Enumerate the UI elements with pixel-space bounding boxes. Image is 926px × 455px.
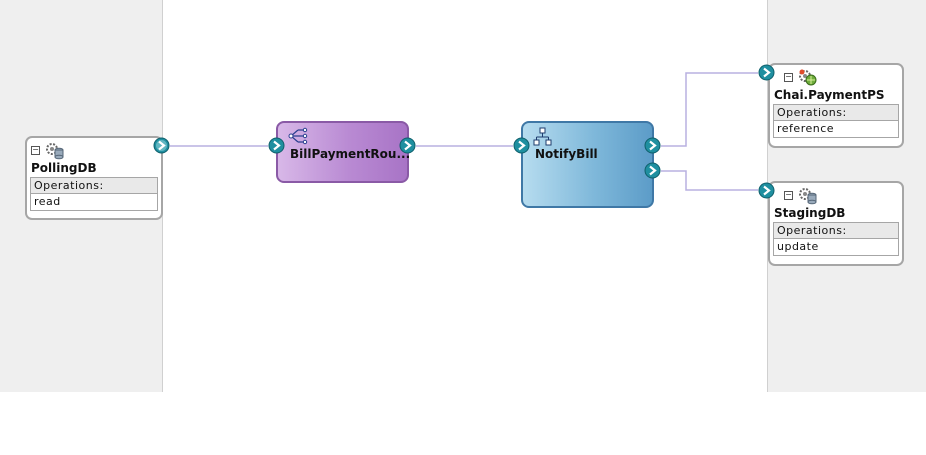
web-service-icon bbox=[799, 69, 817, 86]
operations-label: Operations: bbox=[774, 105, 898, 121]
component-notifybill[interactable]: NotifyBill bbox=[521, 121, 654, 208]
db-adapter-icon bbox=[799, 188, 817, 205]
service-port-pollingdb[interactable] bbox=[153, 137, 170, 154]
service-pollingdb[interactable]: − PollingDB Operations: read bbox=[25, 136, 163, 220]
operations-table: Operations: reference bbox=[773, 104, 899, 138]
component-name: NotifyBill bbox=[535, 147, 598, 161]
operations-label: Operations: bbox=[774, 223, 898, 239]
reference-port-chai-paymentps[interactable] bbox=[758, 64, 775, 81]
db-adapter-icon bbox=[46, 143, 64, 160]
reference-stagingdb[interactable]: − StagingDB Operations: update bbox=[768, 181, 904, 266]
collapse-icon[interactable]: − bbox=[784, 189, 793, 200]
reference-name: Chai.PaymentPS bbox=[774, 88, 885, 102]
notifybill-outbound-port-2[interactable] bbox=[644, 162, 661, 179]
operations-label: Operations: bbox=[31, 178, 157, 194]
collapse-icon[interactable]: − bbox=[784, 71, 793, 82]
billpayment-outbound-port[interactable] bbox=[399, 137, 416, 154]
operations-table: Operations: read bbox=[30, 177, 158, 211]
mediator-icon bbox=[288, 127, 308, 145]
collapse-icon[interactable]: − bbox=[31, 144, 40, 155]
service-name: PollingDB bbox=[31, 161, 97, 175]
billpayment-inbound-port[interactable] bbox=[268, 137, 285, 154]
reference-port-stagingdb[interactable] bbox=[758, 182, 775, 199]
component-billpaymentrouter[interactable]: BillPaymentRou... bbox=[276, 121, 411, 183]
notifybill-outbound-port-1[interactable] bbox=[644, 137, 661, 154]
components-canvas bbox=[163, 0, 767, 392]
operation-value[interactable]: read bbox=[34, 195, 61, 208]
component-name: BillPaymentRou... bbox=[290, 147, 411, 161]
reference-chai-paymentps[interactable]: − Chai.PaymentPS Operations: reference bbox=[768, 63, 904, 148]
operation-value[interactable]: update bbox=[777, 240, 819, 253]
notifybill-inbound-port[interactable] bbox=[513, 137, 530, 154]
reference-name: StagingDB bbox=[774, 206, 846, 220]
operations-table: Operations: update bbox=[773, 222, 899, 256]
bpel-process-icon bbox=[533, 127, 552, 146]
operation-value[interactable]: reference bbox=[777, 122, 835, 135]
